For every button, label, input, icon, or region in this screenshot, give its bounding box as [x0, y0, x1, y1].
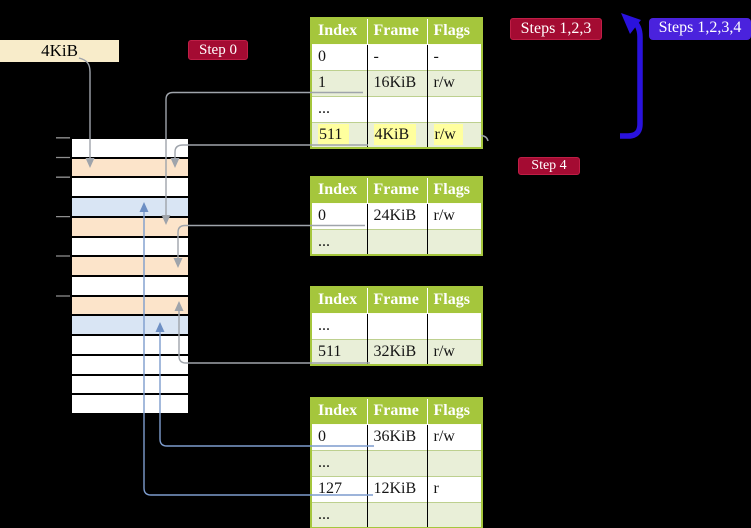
table-cell [367, 95, 428, 122]
table-cell: 4KiB [367, 121, 428, 148]
table-row: 511 4KiB r/w [311, 121, 482, 148]
memory-frame-row [72, 176, 188, 197]
table-row: 0-- [311, 44, 482, 70]
table-row: ... [311, 449, 482, 476]
table-cell: r/w [427, 203, 482, 229]
column-header: Index [311, 287, 368, 314]
column-header: Index [311, 18, 368, 45]
table-cell: ... [311, 449, 368, 476]
table-cell: 16KiB [367, 69, 428, 96]
highlighted-value: 511 [318, 123, 350, 145]
table-cell: ... [311, 313, 368, 339]
steps1234-badge: Steps 1,2,3,4 [649, 18, 751, 40]
table-row: ... [311, 313, 482, 339]
column-header: Flags [427, 287, 482, 314]
table-cell: 12KiB [367, 475, 428, 502]
table-cell: 36KiB [367, 424, 428, 450]
steps123-badge: Steps 1,2,3 [510, 18, 602, 40]
table-cell: r [427, 475, 482, 502]
table-cell [367, 228, 428, 255]
memory-frame-row [72, 393, 188, 414]
memory-frame-row [72, 373, 188, 394]
table-cell: - [427, 44, 482, 70]
table-cell: r/w [427, 338, 482, 365]
column-header: Flags [427, 18, 482, 45]
table-cell: 32KiB [367, 338, 428, 365]
step4-badge: Step 4 [518, 157, 580, 175]
memory-column [70, 137, 190, 415]
column-header: Frame [367, 287, 428, 314]
memory-frame-row [72, 215, 188, 236]
address-tick-marks [56, 137, 70, 297]
table-cell: ... [311, 228, 368, 255]
table-cell: r/w [427, 69, 482, 96]
memory-frame-row [72, 156, 188, 177]
table-cell [367, 449, 428, 476]
memory-frame-row [72, 294, 188, 315]
table-cell: 127 [311, 475, 368, 502]
table-cell: 511 [311, 338, 368, 365]
table-cell: ... [311, 95, 368, 122]
memory-frame-row [72, 139, 188, 157]
table-cell [427, 449, 482, 476]
table-cell: - [367, 44, 428, 70]
table-cell [427, 313, 482, 339]
table-cell [367, 313, 428, 339]
table-row: ... [311, 228, 482, 255]
table-cell: r/w [427, 121, 482, 148]
column-header: Frame [367, 177, 428, 204]
memory-frame-row [72, 235, 188, 256]
memory-frame-row [72, 314, 188, 335]
table-cell: 24KiB [367, 203, 428, 229]
table-cell [367, 501, 428, 528]
recursive-loop-arrow [620, 13, 643, 139]
table-cell [427, 228, 482, 255]
memory-frame-row [72, 353, 188, 374]
memory-frame-row [72, 196, 188, 216]
column-header: Index [311, 177, 368, 204]
column-header: Frame [367, 398, 428, 425]
column-header: Flags [427, 177, 482, 204]
highlighted-value: 4KiB [373, 123, 417, 145]
table-cell: r/w [427, 424, 482, 450]
table-cell: 0 [311, 44, 368, 70]
highlighted-value: r/w [433, 123, 463, 145]
memory-frame-row [72, 275, 188, 295]
memory-frame-row [72, 334, 188, 354]
table-cell [427, 501, 482, 528]
table-cell: 0 [311, 424, 368, 450]
step0-badge: Step 0 [188, 40, 248, 60]
memory-frame-row [72, 255, 188, 276]
column-header: Flags [427, 398, 482, 425]
table-cell [427, 95, 482, 122]
table-cell: ... [311, 501, 368, 528]
table-cell: 511 [311, 121, 368, 148]
table-cell: 1 [311, 69, 368, 96]
frame-address-label: 4KiB [0, 40, 119, 62]
column-header: Frame [367, 18, 428, 45]
table-row: ... [311, 95, 482, 122]
table-row: ... [311, 501, 482, 528]
column-header: Index [311, 398, 368, 425]
table-cell: 0 [311, 203, 368, 229]
